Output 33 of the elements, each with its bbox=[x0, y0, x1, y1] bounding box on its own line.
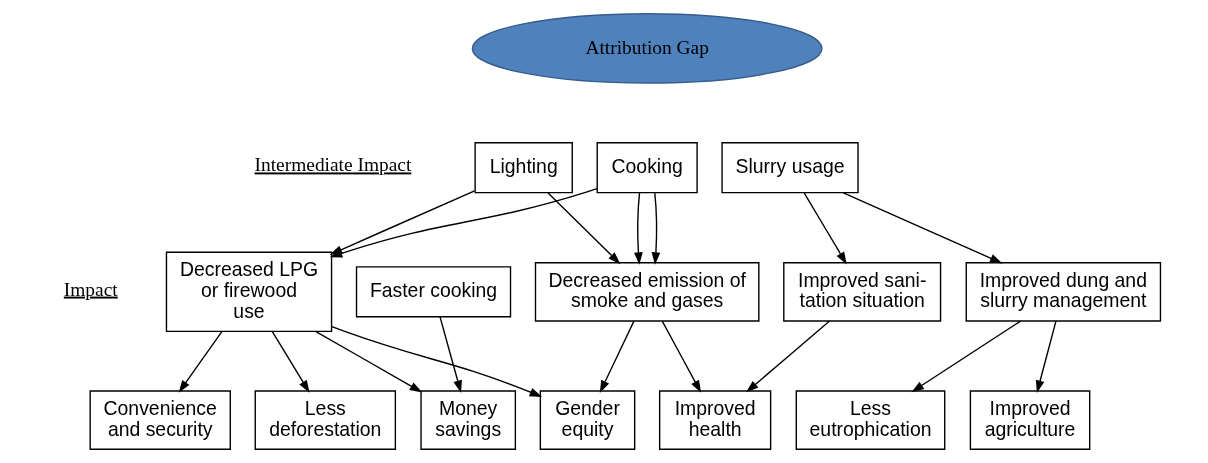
arrow bbox=[178, 330, 223, 393]
node-box: Convenience and security bbox=[88, 390, 231, 450]
arrow bbox=[330, 325, 542, 397]
arrow bbox=[1035, 320, 1057, 394]
arrow bbox=[910, 320, 1021, 393]
node-ellipse: Attribution Gap bbox=[471, 13, 823, 84]
node-box: Lighting bbox=[473, 142, 573, 194]
arrow bbox=[438, 316, 462, 393]
arrow bbox=[314, 330, 422, 393]
arrow bbox=[661, 320, 701, 393]
label: Impact bbox=[63, 278, 118, 300]
node-box: Money savings bbox=[419, 390, 516, 450]
arrow bbox=[633, 192, 643, 265]
node-box: Less deforestation bbox=[254, 390, 396, 450]
node-box: Improved health bbox=[658, 390, 771, 450]
node-box: Improved sani- tation situation bbox=[782, 262, 941, 322]
node-box: Less eutrophication bbox=[795, 390, 945, 450]
node-box: Improved agriculture bbox=[969, 390, 1090, 450]
node-box: Slurry usage bbox=[720, 142, 859, 194]
node-box: Gender equity bbox=[539, 390, 635, 450]
arrow bbox=[842, 192, 1002, 264]
arrow bbox=[271, 330, 310, 393]
node-box: Decreased emission of smoke and gases bbox=[534, 262, 760, 322]
node-box: Decreased LPG or firewood use bbox=[165, 251, 332, 333]
node-box: Faster cooking bbox=[355, 266, 511, 318]
arrow bbox=[599, 320, 635, 393]
node-box: Cooking bbox=[596, 142, 698, 194]
arrow bbox=[803, 192, 847, 265]
arrow bbox=[651, 192, 660, 265]
arrow bbox=[745, 320, 830, 393]
node-box: Improved dung and slurry management bbox=[965, 262, 1161, 322]
label: Intermediate Impact bbox=[254, 154, 411, 176]
arrow bbox=[546, 192, 620, 265]
